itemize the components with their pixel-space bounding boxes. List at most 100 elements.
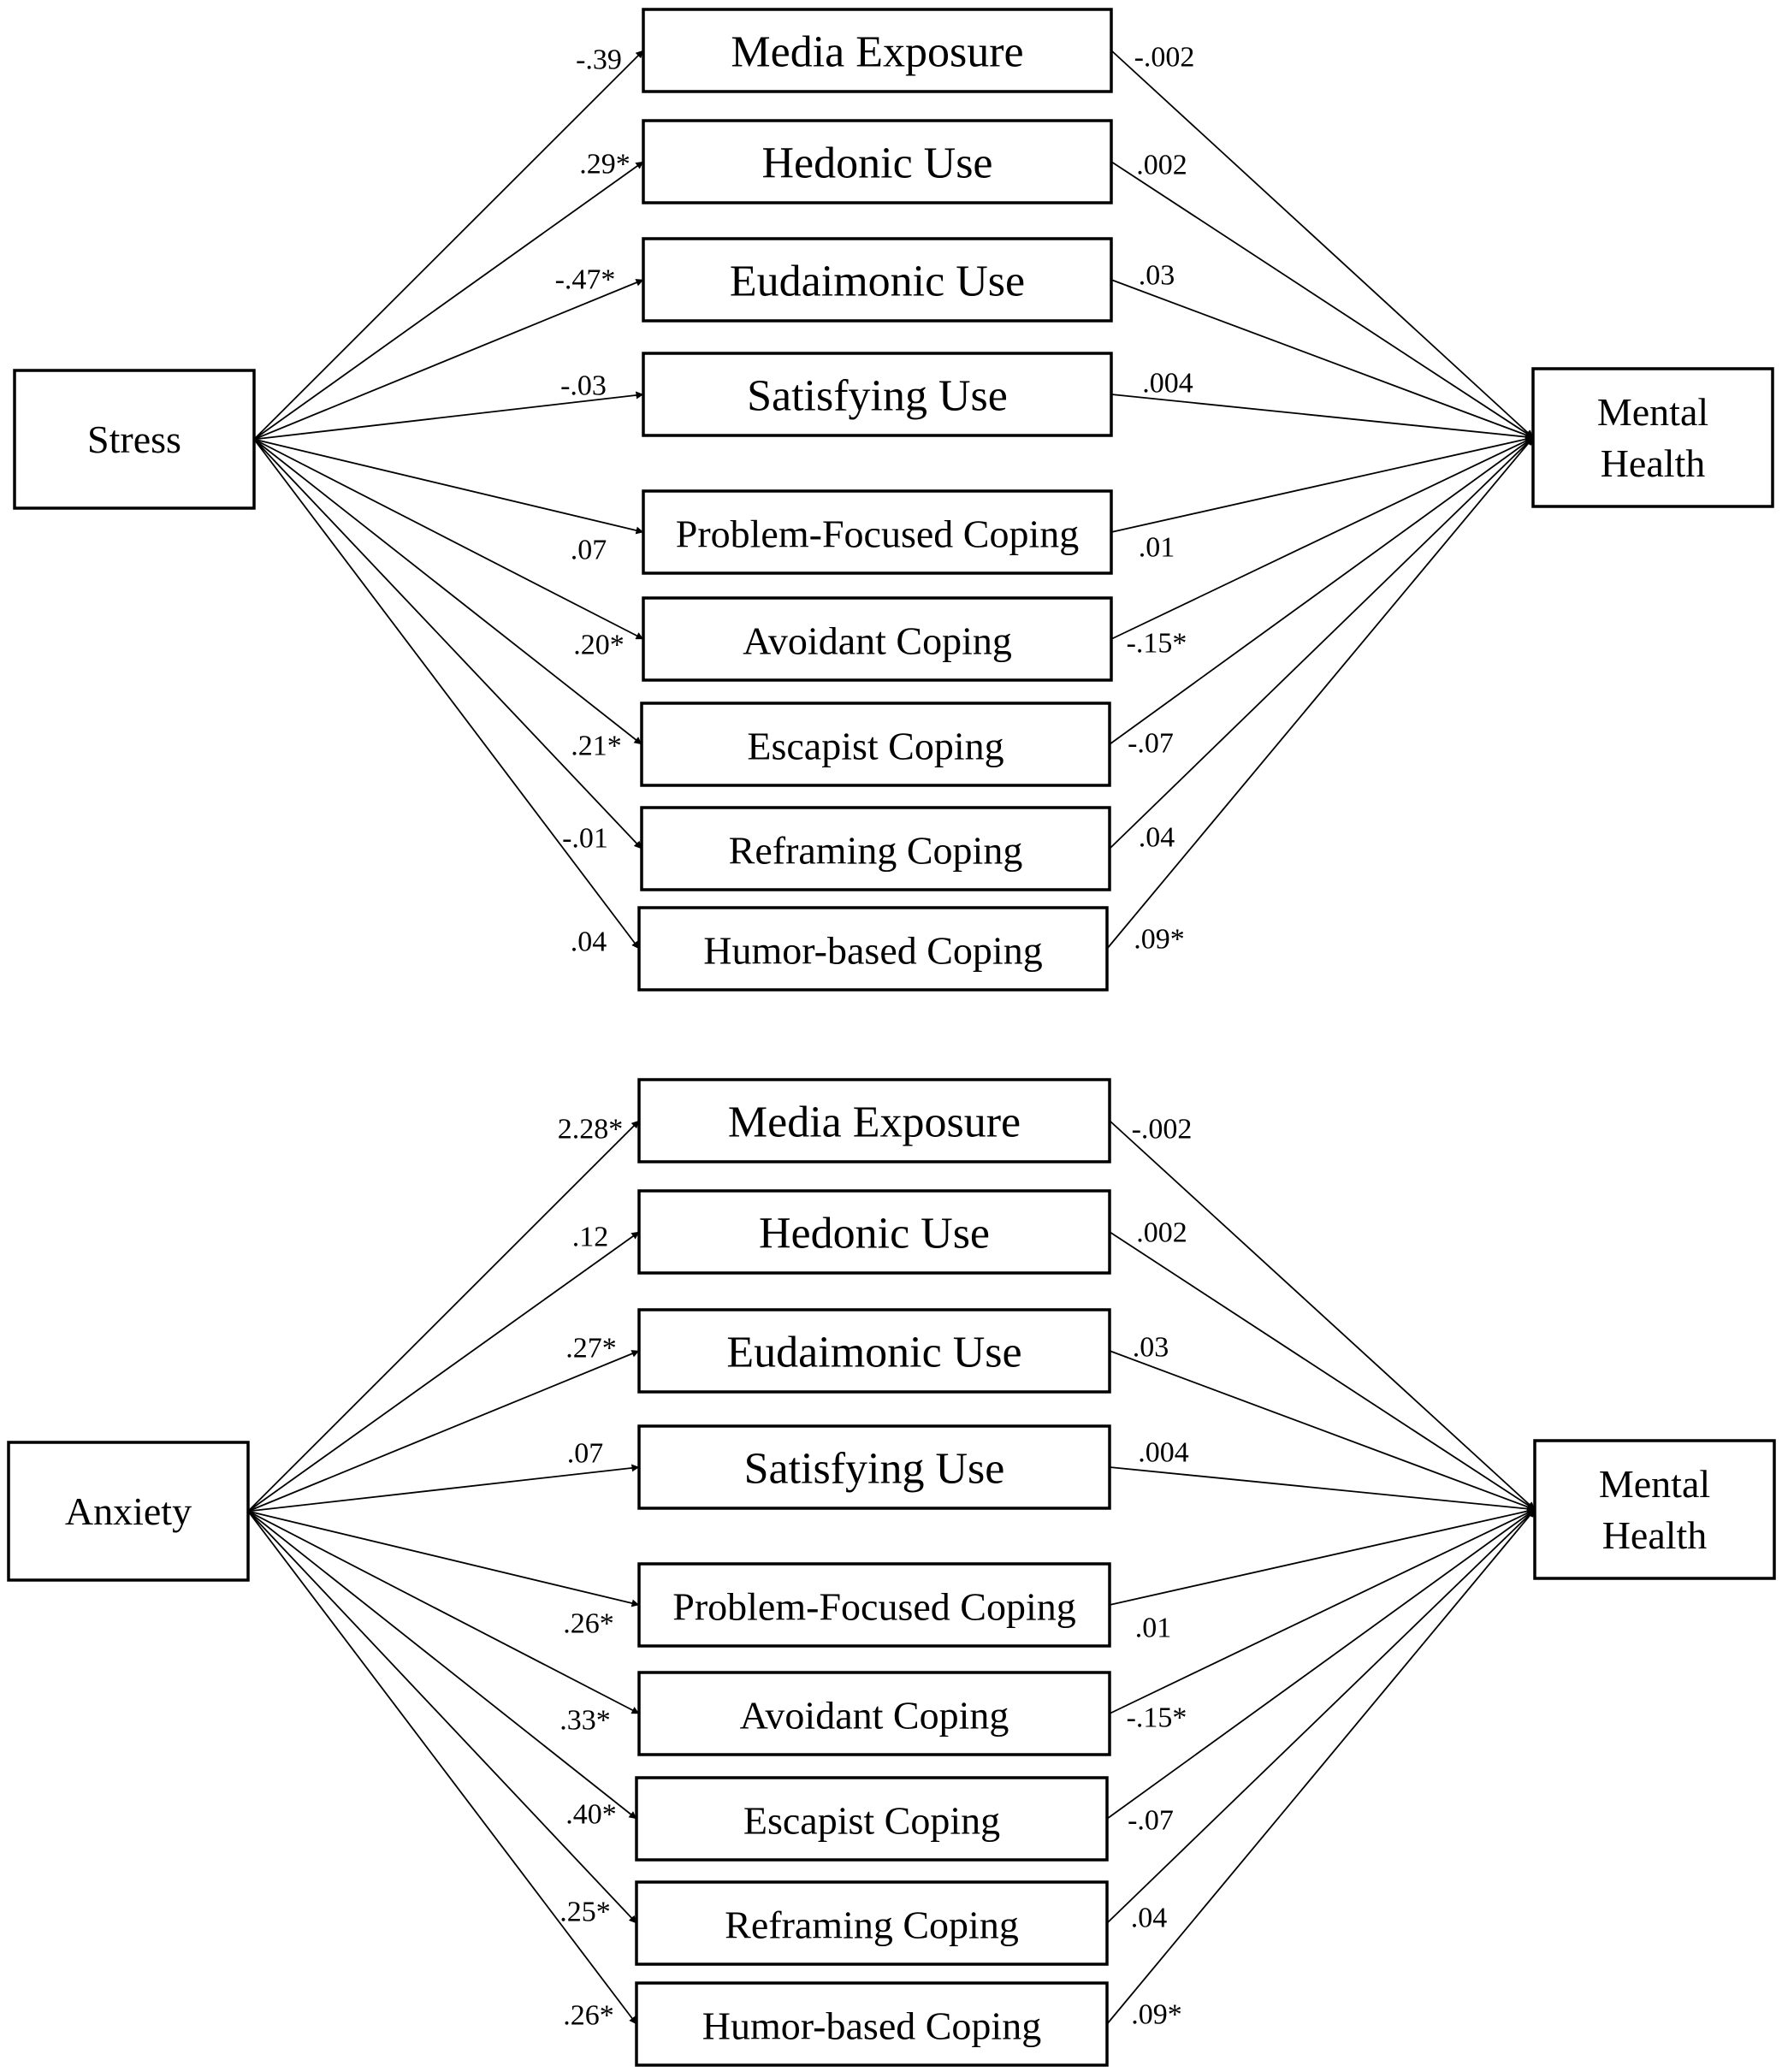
mediator-label: Satisfying Use	[744, 1445, 1005, 1494]
mediator-box-satisfying-use	[642, 352, 1113, 437]
mediator-box-avoidant-coping	[642, 596, 1113, 682]
path-stress-to-media-exposure	[253, 50, 644, 441]
path-anxiety-to-problem-focused-coping	[247, 1510, 640, 1607]
path-anxiety-to-satisfying-use	[247, 1464, 640, 1513]
mediator-label: Avoidant Coping	[743, 619, 1012, 663]
mediator-label: Avoidant Coping	[740, 1694, 1009, 1738]
path-stress-to-reframing-coping	[253, 438, 642, 850]
coefficient-a: 2.28*	[558, 1114, 624, 1146]
mediator-box-media-exposure	[642, 8, 1113, 93]
path-anxiety-to-reframing-coping	[247, 1510, 637, 1924]
path-stress-to-humor-based-coping	[253, 438, 640, 950]
coefficient-a: .07	[567, 1438, 604, 1470]
path-humor-based-coping-to-mental-health	[1106, 1508, 1536, 2025]
path-stress-to-eudaimonic-use	[253, 279, 644, 441]
coefficient-a: .25*	[559, 1897, 611, 1928]
coefficient-b: .01	[1135, 1613, 1172, 1644]
coefficient-a: .29*	[579, 149, 631, 181]
path-satisfying-use-to-mental-health	[1109, 1466, 1536, 1513]
path-problem-focused-coping-to-mental-health	[1109, 1507, 1536, 1606]
coefficient-b: .004	[1138, 1437, 1189, 1469]
coefficient-a: -.47*	[555, 264, 616, 296]
path-satisfying-use-to-mental-health	[1110, 394, 1534, 441]
mediator-box-problem-focused-coping	[642, 489, 1113, 575]
coefficient-b: .09*	[1131, 1999, 1182, 2031]
coefficient-b: .03	[1133, 1332, 1169, 1364]
path-escapist-coping-to-mental-health	[1109, 436, 1534, 745]
path-anxiety-to-media-exposure	[247, 1120, 640, 1513]
mediator-box-hedonic-use	[642, 119, 1113, 204]
path-reframing-coping-to-mental-health	[1106, 1508, 1536, 1924]
path-stress-to-hedonic-use	[253, 161, 644, 441]
path-anxiety-to-escapist-coping	[247, 1510, 637, 1820]
coefficient-b: -.15*	[1127, 628, 1187, 660]
mediator-box-media-exposure	[637, 1078, 1111, 1163]
coefficient-a: .20*	[573, 630, 625, 661]
mediator-label: Hedonic Use	[759, 1210, 990, 1258]
path-hedonic-use-to-mental-health	[1109, 1231, 1536, 1511]
coefficient-b: .004	[1142, 368, 1193, 400]
mediator-label: Eudaimonic Use	[730, 258, 1025, 306]
mediator-label: Reframing Coping	[725, 1903, 1019, 1947]
predictor-box	[7, 1441, 250, 1582]
coefficient-b: .01	[1139, 532, 1175, 564]
path-eudaimonic-use-to-mental-health	[1110, 279, 1534, 439]
coefficient-b: .04	[1131, 1903, 1168, 1934]
coefficient-b: .03	[1139, 260, 1175, 292]
mediator-label: Humor-based Coping	[703, 929, 1042, 973]
outcome-label-line: Health	[1602, 1513, 1708, 1557]
coefficient-a: .07	[571, 535, 607, 566]
mediator-label: Satisfying Use	[747, 372, 1008, 421]
coefficient-a: .04	[571, 926, 607, 958]
coefficient-b: -.002	[1132, 1114, 1193, 1146]
coefficient-b: -.15*	[1127, 1702, 1187, 1734]
predictor-label: Anxiety	[65, 1489, 192, 1533]
path-avoidant-coping-to-mental-health	[1110, 436, 1534, 640]
mediator-label: Hedonic Use	[761, 139, 992, 188]
coefficient-b: .002	[1136, 1217, 1187, 1249]
path-stress-to-problem-focused-coping	[253, 438, 644, 535]
path-problem-focused-coping-to-mental-health	[1110, 435, 1534, 533]
coefficient-a: -.03	[560, 370, 607, 402]
mediator-box-eudaimonic-use	[642, 237, 1113, 323]
mediator-label: Media Exposure	[728, 1098, 1021, 1147]
path-anxiety-to-humor-based-coping	[247, 1510, 637, 2025]
path-eudaimonic-use-to-mental-health	[1109, 1350, 1536, 1511]
coefficient-b: -.07	[1128, 728, 1174, 760]
path-anxiety-to-hedonic-use	[247, 1231, 640, 1513]
mediator-label: Problem-Focused Coping	[676, 512, 1079, 556]
path-media-exposure-to-mental-health	[1109, 1120, 1536, 1511]
mediator-box-problem-focused-coping	[637, 1562, 1111, 1648]
outcome-label-line: Mental	[1597, 390, 1708, 434]
mediator-label: Eudaimonic Use	[726, 1329, 1021, 1377]
mediator-label: Humor-based Coping	[702, 2004, 1041, 2048]
coefficient-a: .27*	[565, 1333, 617, 1365]
mediator-box-escapist-coping	[640, 702, 1111, 787]
outcome-label-line: Health	[1601, 441, 1706, 485]
coefficient-a: -.01	[562, 823, 608, 855]
coefficient-a: .40*	[565, 1799, 617, 1831]
path-hedonic-use-to-mental-health	[1110, 161, 1534, 439]
predictor-box	[13, 369, 256, 510]
coefficient-b: .09*	[1134, 924, 1185, 956]
mediator-box-humor-based-coping	[637, 906, 1109, 992]
coefficient-a: .33*	[559, 1705, 611, 1737]
coefficient-b: -.07	[1128, 1805, 1174, 1837]
path-humor-based-coping-to-mental-health	[1106, 436, 1534, 950]
coefficient-b: .002	[1136, 150, 1187, 181]
path-anxiety-to-eudaimonic-use	[247, 1350, 640, 1513]
path-stress-to-avoidant-coping	[253, 438, 644, 640]
path-anxiety-to-avoidant-coping	[247, 1510, 640, 1714]
coefficient-b: -.002	[1134, 42, 1195, 74]
path-stress-to-satisfying-use	[253, 391, 644, 441]
coefficient-b: .04	[1139, 822, 1175, 854]
path-reframing-coping-to-mental-health	[1109, 436, 1534, 850]
mediator-box-humor-based-coping	[635, 1981, 1109, 2067]
path-avoidant-coping-to-mental-health	[1109, 1508, 1536, 1714]
mediator-label: Reframing Coping	[729, 829, 1023, 873]
mediator-label: Escapist Coping	[747, 725, 1003, 768]
path-stress-to-escapist-coping	[253, 438, 642, 745]
